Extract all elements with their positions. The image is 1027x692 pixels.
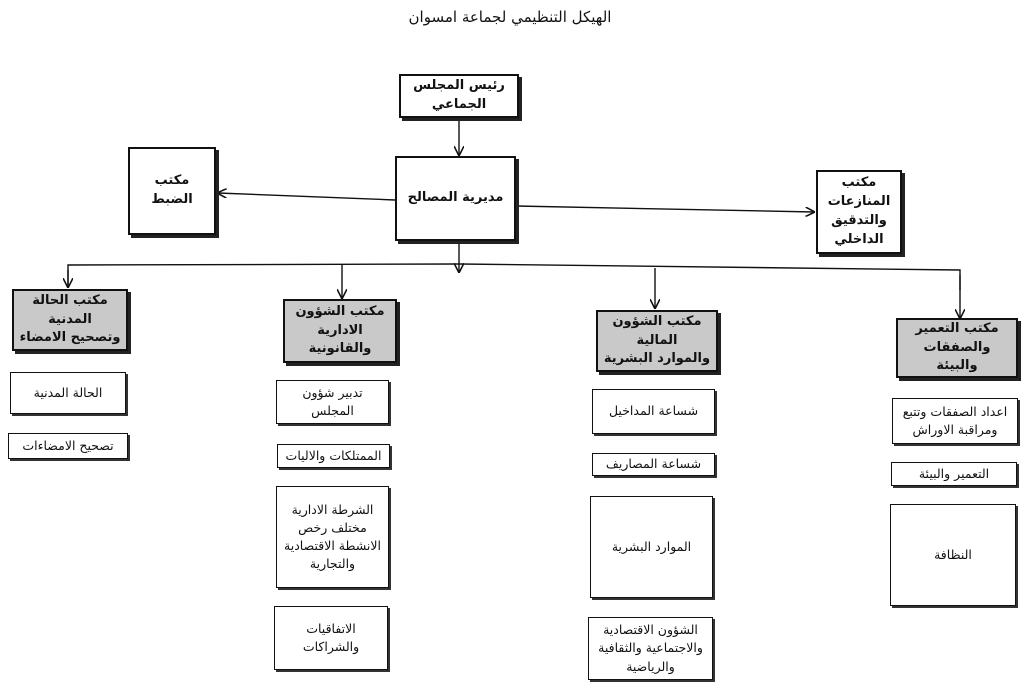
president-box: رئيس المجلس الجماعي	[399, 74, 519, 118]
unit-civil-status: الحالة المدنية	[10, 372, 126, 414]
unit-economic-social-cultural: الشؤون الاقتصادية والاجتماعية والثقافية …	[588, 617, 713, 680]
left-office-box: مكتب الضبط	[128, 147, 216, 235]
unit-planning-environment: التعمير والبيئة	[891, 462, 1017, 486]
right-office-box: مكتب المنازعات والتدقيق الداخلي	[816, 170, 902, 254]
unit-expense-treasury: شساعة المصاريف	[592, 453, 715, 476]
chart-title: الهيكل التنظيمي لجماعة امسوان	[408, 8, 612, 26]
department-head-civil-status: مكتب الحالة المدنية وتصحيح الامضاء	[12, 289, 128, 351]
president-label: رئيس المجلس الجماعي	[413, 78, 505, 112]
left-office-label: مكتب الضبط	[151, 173, 193, 207]
directorate-to-left-office-arrow	[218, 193, 396, 201]
directorate-box: مديرية المصالح	[395, 156, 516, 241]
unit-sanitation: النظافة	[890, 504, 1016, 606]
department-head-urban-planning: مكتب التعمير والصفقات والبيئة	[896, 318, 1018, 378]
unit-council-affairs: تدبير شؤون المجلس	[276, 380, 389, 424]
department-head-finance-hr: مكتب الشؤون المالية والموارد البشرية	[596, 310, 718, 372]
directorate-label: مديرية المصالح	[407, 190, 504, 206]
unit-agreements-partnerships: الاتفاقيات والشراكات	[274, 606, 388, 670]
department-bus-line	[67, 263, 961, 290]
unit-administrative-police: الشرطة الادارية مختلف رخص الانشطة الاقتص…	[276, 486, 389, 588]
department-head-administrative-legal: مكتب الشؤون الادارية والقانونية	[283, 299, 397, 363]
unit-property-equipment: الممتلكات والاليات	[277, 444, 390, 468]
unit-procurement-worksites: اعداد الصفقات وتتبع ومراقبة الاوراش	[892, 398, 1018, 444]
unit-signature-certification: تصحيح الامضاءات	[8, 433, 128, 459]
unit-revenue-treasury: شساعة المداخيل	[592, 389, 715, 434]
directorate-to-right-office-arrow	[515, 205, 814, 212]
right-office-label: مكتب المنازعات والتدقيق الداخلي	[827, 175, 891, 247]
unit-human-resources: الموارد البشرية	[590, 496, 713, 598]
